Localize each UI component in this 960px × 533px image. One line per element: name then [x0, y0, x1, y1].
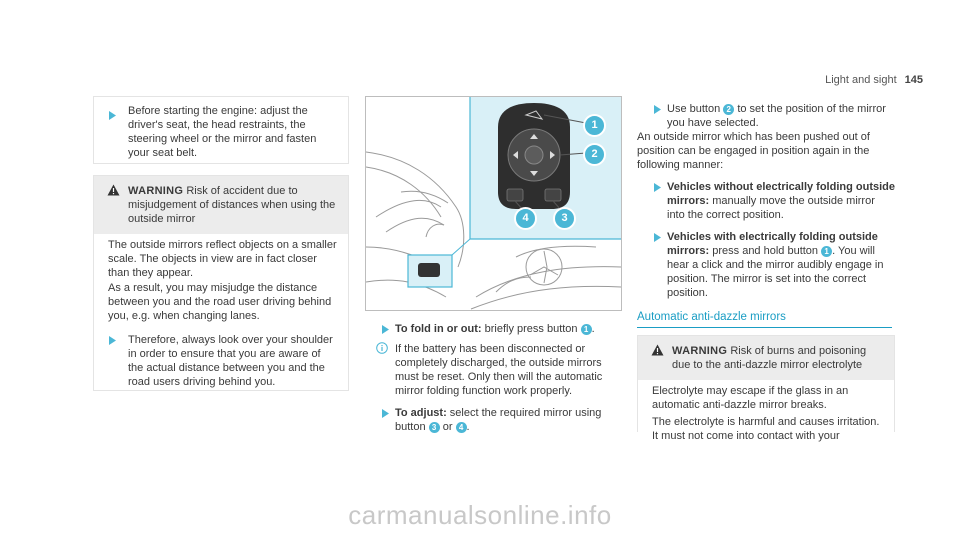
- warning-box-electrolyte: WARNING Risk of burns and poisoning due …: [637, 335, 895, 442]
- step-adjust: To adjust: select the required mirror us…: [365, 406, 620, 434]
- callout-3: 3: [553, 207, 576, 230]
- warning-paragraph-1: Electrolyte may escape if the glass in a…: [652, 385, 849, 411]
- intro-bullet-text: Before starting the engine: adjust the d…: [128, 105, 317, 159]
- warning-triangle-icon: [651, 344, 664, 360]
- bullet-arrow-icon: [108, 335, 117, 349]
- section-name: Light and sight: [825, 74, 897, 86]
- warning-body: The outside mirrors reflect objects on a…: [94, 234, 348, 389]
- warning-body: Electrolyte may escape if the glass in a…: [638, 380, 894, 443]
- button-ref-1: 1: [821, 246, 833, 257]
- mirror-control-illustration: 1 2 4 3: [365, 96, 622, 311]
- mirror-reset-column: Use button 2 to set the position of the …: [637, 102, 895, 300]
- step1-text: manually move the outside mirror into th…: [667, 195, 875, 221]
- step2-text-a: press and hold button: [709, 245, 822, 257]
- button-ref-3: 3: [428, 422, 440, 433]
- callout-4: 4: [514, 207, 537, 230]
- step2-label: Vehicles with electrically folding outsi…: [667, 231, 878, 257]
- intro-box: Before starting the engine: adjust the d…: [93, 96, 349, 164]
- step-fold: To fold in or out: briefly press button …: [365, 322, 620, 336]
- watermark: carmanualsonline.info: [348, 500, 612, 530]
- warning-label: WARNING: [128, 185, 184, 197]
- page-header: Light and sight 145: [825, 74, 923, 86]
- bullet-arrow-icon: [381, 408, 390, 422]
- page-number: 145: [904, 74, 923, 86]
- info-note: If the battery has been disconnected or …: [365, 342, 620, 398]
- warning-heading: Risk of burns and poisoning due to the a…: [672, 345, 867, 371]
- info-note-text: If the battery has been disconnected or …: [395, 343, 603, 397]
- warning-header: WARNING Risk of accident due to misjudge…: [94, 176, 348, 234]
- reset-paragraph: An outside mirror which has been pushed …: [637, 131, 870, 171]
- warning-paragraph-2: As a result, you may misjudge the distan…: [108, 282, 332, 322]
- mirror-instructions: To fold in or out: briefly press button …: [365, 322, 620, 434]
- bullet-arrow-icon: [653, 104, 662, 118]
- button-ref-4: 4: [455, 422, 467, 433]
- step1-label: Vehicles without electrically folding ou…: [667, 181, 895, 207]
- warning-bullet: Therefore, always look over your shoulde…: [108, 333, 338, 389]
- adjust-text: select the required mirror using button: [395, 407, 602, 433]
- warning-label: WARNING: [672, 345, 728, 357]
- step-manual: Vehicles without electrically folding ou…: [637, 180, 895, 222]
- fold-text: briefly press button: [481, 323, 581, 335]
- step-use-button: Use button 2 to set the position of the …: [637, 102, 895, 130]
- adjust-or: or: [439, 421, 456, 433]
- button-ref-1: 1: [580, 324, 592, 335]
- callout-1: 1: [583, 114, 606, 137]
- warning-box-distance: WARNING Risk of accident due to misjudge…: [93, 175, 349, 391]
- button-ref-2: 2: [723, 104, 735, 115]
- adjust-end: .: [466, 421, 470, 433]
- warning-header: WARNING Risk of burns and poisoning due …: [638, 336, 894, 380]
- callout-2: 2: [583, 143, 606, 166]
- fold-label: To fold in or out:: [395, 323, 482, 335]
- step2-text-b: . You will hear a click and the mirror a…: [667, 245, 884, 299]
- bullet-arrow-icon: [108, 107, 117, 125]
- step-electric: Vehicles with electrically folding outsi…: [637, 230, 895, 300]
- info-icon: [376, 342, 388, 358]
- warning-bullet-text: Therefore, always look over your shoulde…: [128, 334, 333, 388]
- section-title-anti-dazzle: Automatic anti-dazzle mirrors: [637, 311, 892, 328]
- use-text-a: Use button: [667, 103, 724, 115]
- use-text-b: to set the position of the mirror you ha…: [667, 103, 886, 129]
- bullet-arrow-icon: [653, 232, 662, 246]
- warning-paragraph-2: The electrolyte is harmful and causes ir…: [652, 416, 880, 442]
- warning-triangle-icon: [107, 184, 120, 200]
- adjust-label: To adjust:: [395, 407, 447, 419]
- bullet-arrow-icon: [381, 324, 390, 338]
- bullet-arrow-icon: [653, 182, 662, 196]
- warning-paragraph-1: The outside mirrors reflect objects on a…: [108, 239, 337, 279]
- warning-heading: Risk of accident due to misjudgement of …: [128, 185, 336, 225]
